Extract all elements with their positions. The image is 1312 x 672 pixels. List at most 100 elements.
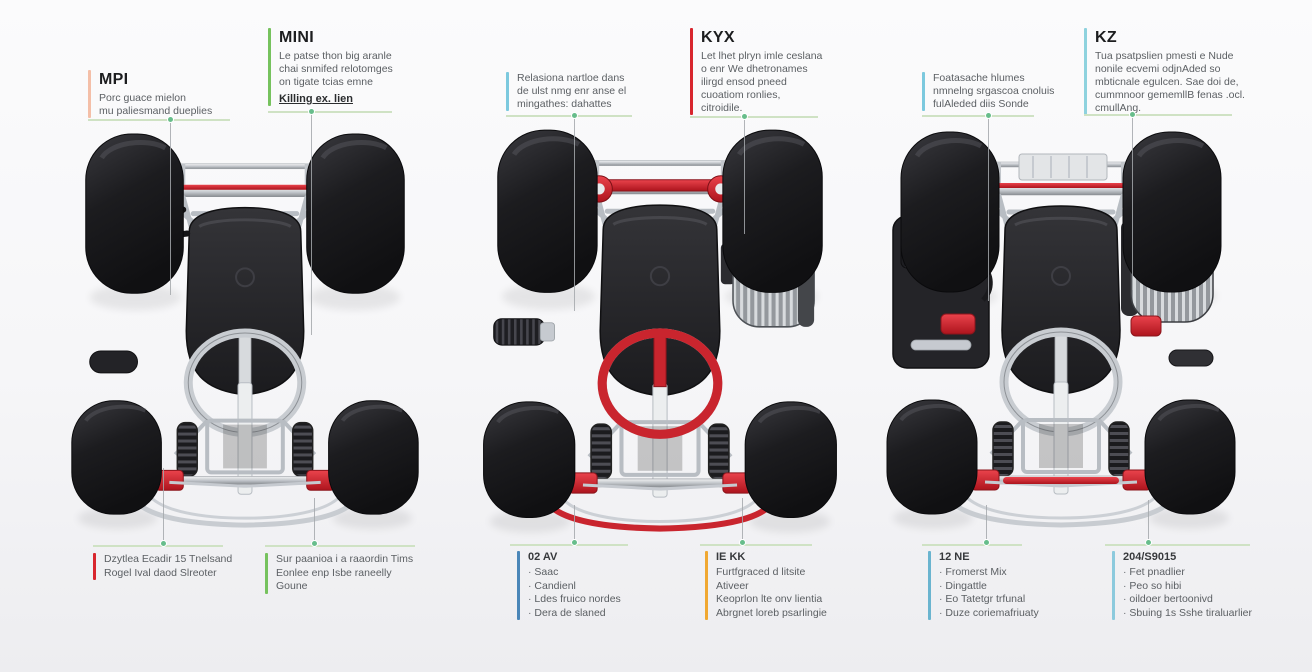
label-title: IE KK xyxy=(716,551,746,563)
rule-line xyxy=(1084,114,1232,116)
leader-dot xyxy=(742,114,747,119)
leader-dot xyxy=(572,113,577,118)
rule-line xyxy=(93,545,223,547)
label-title: 204/S9015 xyxy=(1123,551,1177,563)
label-line: chai snmifed relotomges xyxy=(279,63,393,75)
label-line: ilirgd ensod pneed xyxy=(701,76,787,88)
label-bottom-4: IE KK Furtfgraced d litsite Ativeer Keop… xyxy=(705,551,845,620)
label-link[interactable]: Killing ex. lien xyxy=(279,93,353,105)
label-mini: MINI Le patse thon big aranle chai snmif… xyxy=(268,28,393,106)
label-bullet: Candienl xyxy=(528,580,621,594)
leader-dot xyxy=(309,109,314,114)
label-line: Ativeer xyxy=(716,579,749,592)
leader-dot xyxy=(740,540,745,545)
leader-dot xyxy=(984,540,989,545)
accent-bar xyxy=(922,72,925,111)
label-bullet: Fromerst Mix xyxy=(939,566,1039,580)
label-bullet: Ldes fruico nordes xyxy=(528,593,620,607)
leader-line xyxy=(1148,500,1149,544)
label-title: MINI xyxy=(279,29,314,46)
label-bottom-1: Dzytlea Ecadir 15 Tnelsand Rogel Ival da… xyxy=(93,553,253,580)
label-line: Let lhet plryn imle ceslana xyxy=(701,50,823,62)
label-bullet: Duze coriemafriuaty xyxy=(939,607,1038,621)
leader-dot xyxy=(168,117,173,122)
label-line: Abrgnet loreb psarlingie xyxy=(716,606,827,619)
accent-bar xyxy=(705,551,708,620)
label-kyx: KYX Let lhet plryn imle ceslana o enr We… xyxy=(690,28,822,115)
leader-line xyxy=(988,117,989,301)
rule-line xyxy=(510,544,628,546)
label-mpi: MPI Porc guace mielon mu paliesmand duep… xyxy=(88,70,230,118)
label-bullet: oildoer bertoonivd xyxy=(1123,593,1252,607)
label-line: Foatasache hlumes xyxy=(933,72,1025,84)
label-line: cmullAng. xyxy=(1095,102,1142,114)
label-line: o enr We dhetronames xyxy=(701,63,808,75)
label-line: Furtfgraced d litsite xyxy=(716,566,806,578)
label-bottom-2: Sur paanioa i a raaordin Tims Eonlee enp… xyxy=(265,553,435,594)
label-line: nonile ecvemi odjnAded so xyxy=(1095,63,1221,75)
leader-line xyxy=(314,498,315,545)
label-bottom-6: 204/S9015 Fet pnadlier Peo so hibi oildo… xyxy=(1112,551,1262,620)
label-line: citroidile. xyxy=(701,102,743,114)
leader-line xyxy=(1132,116,1133,290)
label-line: Rogel Ival daod Slreoter xyxy=(104,566,217,579)
label-bullet: Eo Tatetgr trfunal xyxy=(939,593,1039,607)
accent-bar xyxy=(1112,551,1115,620)
accent-bar xyxy=(265,553,268,594)
rule-line xyxy=(690,116,818,118)
label-bullet: Dera de slaned xyxy=(528,607,621,621)
label-title: KZ xyxy=(1095,29,1117,46)
leader-dot xyxy=(572,540,577,545)
label-kz: KZ Tua psatpslien pmesti e Nude nonile e… xyxy=(1084,28,1245,115)
accent-bar xyxy=(517,551,520,620)
leader-line xyxy=(574,117,575,311)
label-line: cummnoor gememllB fenas .ocl. xyxy=(1095,89,1245,101)
rule-line xyxy=(268,111,392,113)
leader-line xyxy=(163,468,164,545)
leader-line xyxy=(170,121,171,295)
label-line: fulAleded diis Sonde xyxy=(933,98,1029,110)
label-line: Sur paanioa i a raaordin Tims xyxy=(276,553,414,565)
accent-bar xyxy=(268,28,271,106)
label-line: Goune xyxy=(276,580,308,592)
leader-dot xyxy=(1130,112,1135,117)
label-line: Relasiona nartloe dans xyxy=(517,72,625,84)
label-line: on tigate tcias emne xyxy=(279,76,373,88)
label-line: mingathes: dahattes xyxy=(517,98,612,110)
rule-line xyxy=(265,545,415,547)
rule-line xyxy=(922,544,1022,546)
label-title: 12 NE xyxy=(939,551,970,563)
accent-bar xyxy=(93,553,96,580)
leader-line xyxy=(744,118,745,234)
label-line: mu paliesmand dueplies xyxy=(99,105,213,117)
leader-line xyxy=(574,505,575,544)
rule-line xyxy=(700,544,812,546)
label-title: MPI xyxy=(99,71,129,88)
label-title: 02 AV xyxy=(528,551,558,563)
label-note-right: Foatasache hlumes nmnelng srgascoa cnolu… xyxy=(922,72,1054,111)
label-line: Eonlee enp Isbe raneelly xyxy=(276,566,392,579)
label-line: mbticnale egulcen. Sae doi de, xyxy=(1095,76,1239,88)
label-title: KYX xyxy=(701,29,735,46)
label-line: nmnelng srgascoa cnoluis xyxy=(933,85,1055,97)
rule-line xyxy=(922,115,1034,117)
label-line: de ulst nmg enr anse el xyxy=(517,85,627,97)
label-line: Dzytlea Ecadir 15 Tnelsand xyxy=(104,553,233,565)
label-note-middle: Relasiona nartloe dans de ulst nmg enr a… xyxy=(506,72,632,111)
kart-illustration-mini xyxy=(58,126,432,554)
leader-dot xyxy=(986,113,991,118)
leader-line xyxy=(986,505,987,544)
accent-bar xyxy=(1084,28,1087,115)
rule-line xyxy=(88,119,230,121)
accent-bar xyxy=(506,72,509,111)
label-line: cuoatiom ronlies, xyxy=(701,89,781,101)
label-bullet: Sbuing 1s Sshe tiraluarlier xyxy=(1123,607,1252,621)
leader-dot xyxy=(161,541,166,546)
rule-line xyxy=(506,115,632,117)
label-line: Keoprlon lte onv lientia xyxy=(716,593,823,605)
leader-line xyxy=(742,498,743,544)
accent-bar xyxy=(690,28,693,115)
label-bullet: Peo so hibi xyxy=(1123,580,1252,594)
label-bottom-3: 02 AV Saac Candienl Ldes fruico nordes D… xyxy=(517,551,647,620)
